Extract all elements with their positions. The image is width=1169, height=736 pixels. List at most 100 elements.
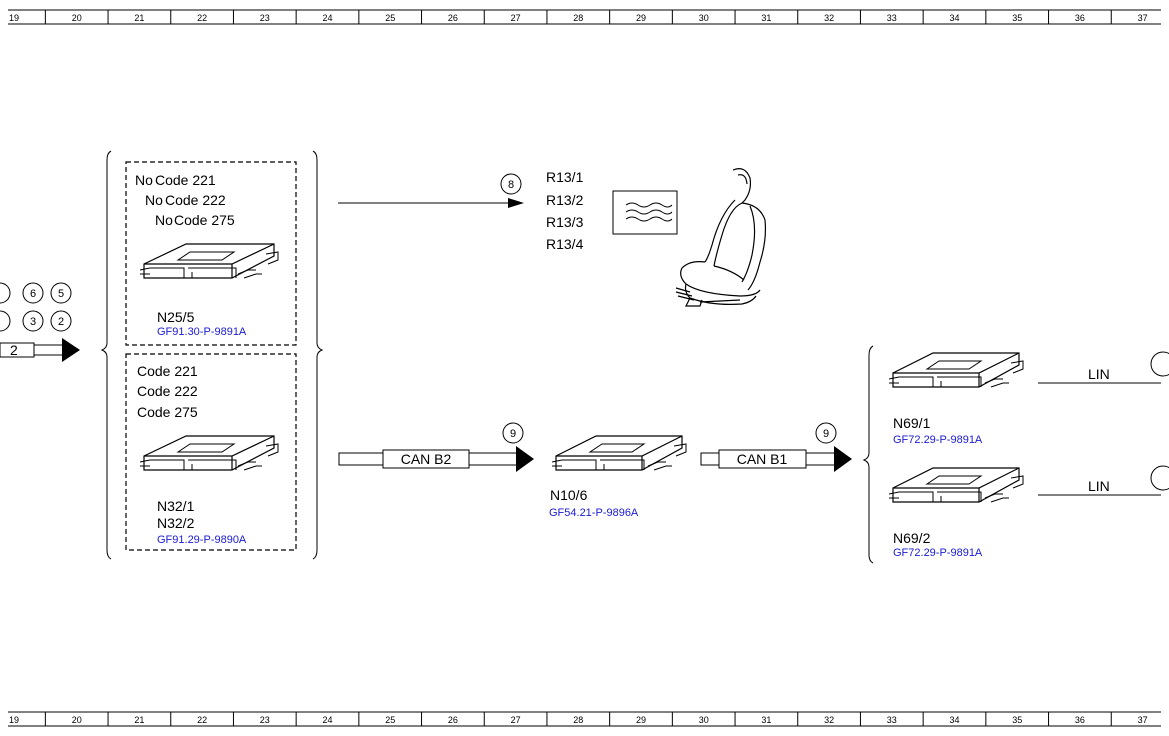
ruler-number: 29 <box>636 13 646 23</box>
seat-heater-labels: R13/1 R13/2 R13/3 R13/4 <box>546 169 584 252</box>
connector-5-label: 5 <box>58 288 64 300</box>
ruler-number: 25 <box>385 13 395 23</box>
seat-signal-arrow: 8 <box>338 173 524 208</box>
ruler-number: 33 <box>887 13 897 23</box>
no-code-box: No Code 221 No Code 222 No Code 275 N25/… <box>125 161 297 346</box>
can-b1-arrow-head <box>834 446 852 472</box>
control-unit-icon <box>888 467 1024 503</box>
component-label-n69-2: N69/2 <box>893 530 931 546</box>
component-label-n32-1: N32/1 <box>157 498 195 514</box>
ruler-number: 28 <box>573 715 583 725</box>
condition-code: Code 275 <box>174 212 235 228</box>
connector-6-circle <box>22 282 44 304</box>
seat-heater-label: R13/4 <box>546 236 584 252</box>
ruler-number: 23 <box>260 715 270 725</box>
reference-link-n32[interactable]: GF91.29-P-9890A <box>157 534 247 546</box>
ruler-number: 19 <box>9 715 19 725</box>
ruler-number: 23 <box>260 13 270 23</box>
badge-9-label: 9 <box>510 428 516 440</box>
ruler-number: 20 <box>72 715 82 725</box>
badge-8-label: 8 <box>508 179 514 191</box>
badge-8-circle <box>500 173 522 195</box>
n10-6-module: N10/6 GF54.21-P-9896A <box>549 435 687 519</box>
condition-code: Code 221 <box>155 172 216 188</box>
condition-prefix: No <box>135 172 153 188</box>
control-unit-icon <box>139 435 279 471</box>
condition-code: Code 275 <box>137 404 198 420</box>
ruler-number: 30 <box>699 13 709 23</box>
condition-prefix: No <box>155 212 173 228</box>
n69-1-module: N69/1 GF72.29-P-9891A LIN <box>888 351 1169 446</box>
ruler-number: 33 <box>887 715 897 725</box>
ruler-number: 34 <box>949 13 959 23</box>
component-label-n25-5: N25/5 <box>157 309 195 325</box>
left-arrow-head <box>62 338 80 362</box>
ruler-number: 32 <box>824 13 834 23</box>
can-b1-label: CAN B1 <box>737 451 788 467</box>
component-label-n10-6: N10/6 <box>550 487 588 503</box>
can-b2-label: CAN B2 <box>401 451 452 467</box>
ruler-number: 31 <box>761 715 771 725</box>
ruler-number: 29 <box>636 715 646 725</box>
connector-2-label: 2 <box>58 316 64 328</box>
can-b2-arrow-head <box>516 446 534 472</box>
ruler-number: 21 <box>134 715 144 725</box>
ruler-number: 37 <box>1138 13 1148 23</box>
condition-code: Code 221 <box>137 363 198 379</box>
left-brace-group <box>100 150 324 560</box>
ruler-number: 35 <box>1012 13 1022 23</box>
seat-heater-label: R13/3 <box>546 214 584 230</box>
connector-3-circle <box>22 310 44 332</box>
reference-link-n69-1[interactable]: GF72.29-P-9891A <box>893 434 983 446</box>
ruler-number: 35 <box>1012 715 1022 725</box>
ruler-number: 34 <box>949 715 959 725</box>
connector-3-label: 3 <box>30 316 36 328</box>
badge-9-circle <box>502 422 524 444</box>
ruler-number: 19 <box>9 13 19 23</box>
ruler-number: 26 <box>448 13 458 23</box>
control-unit-icon <box>139 243 279 279</box>
ruler-number: 27 <box>511 13 521 23</box>
ruler-number: 20 <box>72 13 82 23</box>
ruler-number: 31 <box>761 13 771 23</box>
seat-icon <box>675 168 767 307</box>
component-label-n69-1: N69/1 <box>893 415 931 431</box>
connector-2-circle <box>50 310 72 332</box>
connector-5-circle <box>50 282 72 304</box>
bottom-ruler: 19 20 21 22 23 24 25 26 27 28 29 30 31 32 33 34 35 36 37 <box>8 711 1161 727</box>
ruler-number: 24 <box>322 13 332 23</box>
code-box: Code 221 Code 222 Code 275 N32/1 N32/2 G… <box>125 353 297 551</box>
heating-element-icon <box>612 190 678 235</box>
ruler-number: 24 <box>322 715 332 725</box>
control-unit-icon <box>551 435 687 471</box>
can-b1-bus: CAN B1 9 <box>700 422 852 472</box>
condition-code: Code 222 <box>165 192 226 208</box>
reference-link-n69-2[interactable]: GF72.29-P-9891A <box>893 547 983 559</box>
reference-link-n10-6[interactable]: GF54.21-P-9896A <box>549 507 639 519</box>
condition-code: Code 222 <box>137 383 198 399</box>
condition-prefix: No <box>145 192 163 208</box>
seat-heater-label: R13/2 <box>546 192 584 208</box>
badge-9-circle <box>815 422 837 444</box>
ruler-number: 36 <box>1075 13 1085 23</box>
ruler-number: 21 <box>134 13 144 23</box>
ruler-number: 36 <box>1075 715 1085 725</box>
ruler-number: 30 <box>699 715 709 725</box>
left-connector-group: 6 5 3 2 2 <box>0 282 80 362</box>
control-unit-icon <box>888 352 1024 388</box>
ruler-number: 32 <box>824 715 834 725</box>
right-brace <box>862 345 874 564</box>
reference-link-n25-5[interactable]: GF91.30-P-9891A <box>157 326 247 338</box>
ruler-number: 37 <box>1138 715 1148 725</box>
seat-heater-label: R13/1 <box>546 169 584 185</box>
component-label-n32-2: N32/2 <box>157 515 195 531</box>
ruler-number: 28 <box>573 13 583 23</box>
ruler-number: 22 <box>197 715 207 725</box>
ruler-number: 27 <box>511 715 521 725</box>
lin-bus-label: LIN <box>1088 366 1110 382</box>
ruler-number: 26 <box>448 715 458 725</box>
can-b2-bus: CAN B2 9 <box>338 422 534 472</box>
ruler-number: 25 <box>385 715 395 725</box>
